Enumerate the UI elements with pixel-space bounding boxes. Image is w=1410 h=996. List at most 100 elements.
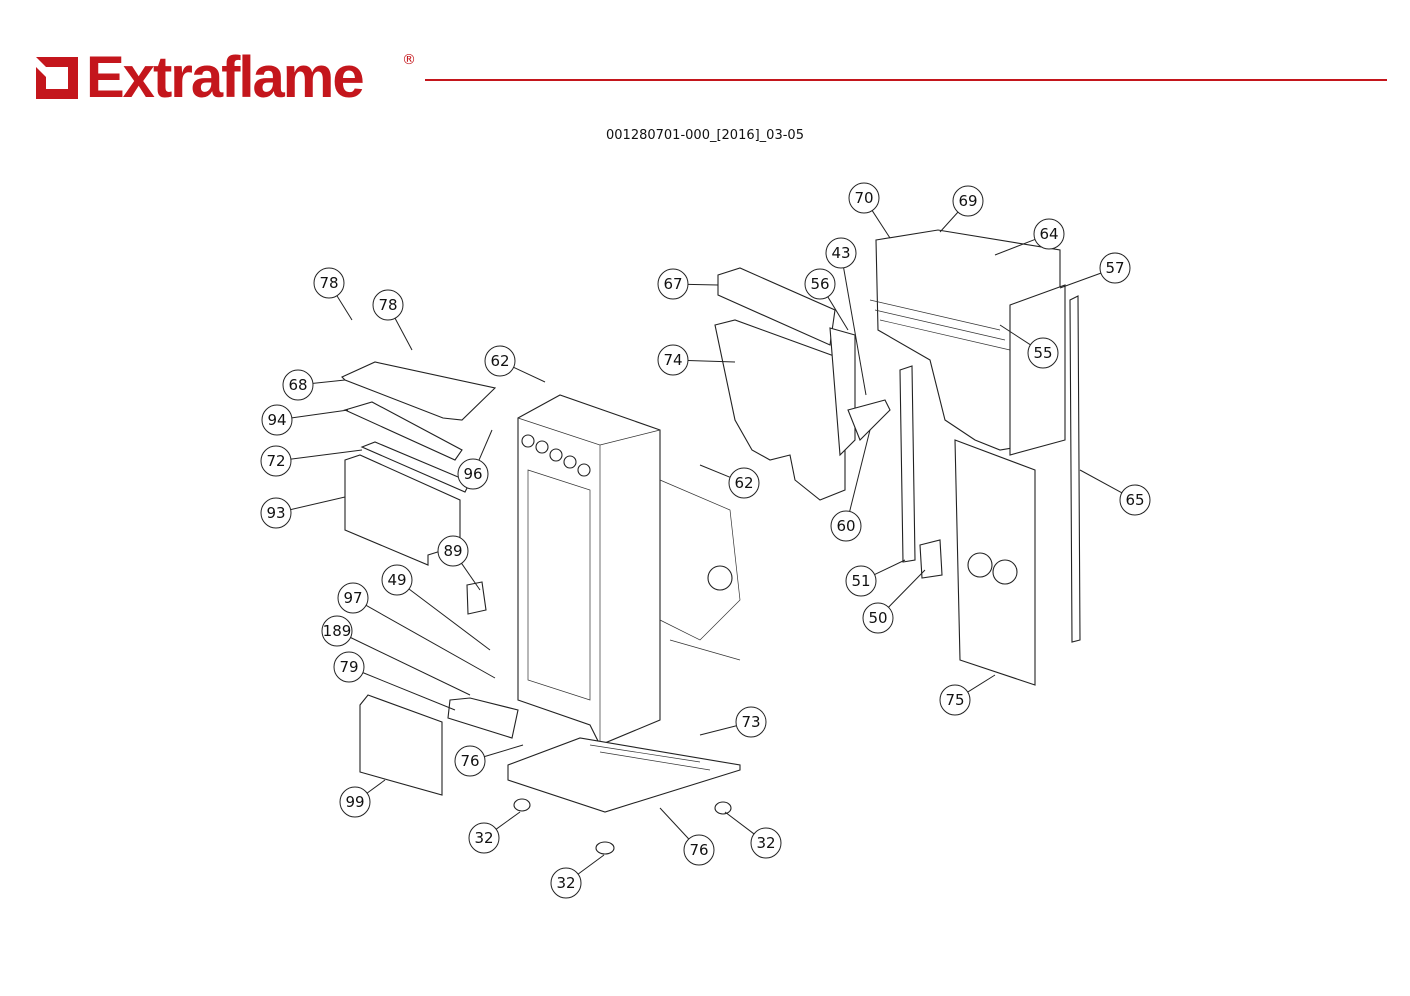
leader-line <box>484 744 524 758</box>
callout-43: 43 <box>825 237 867 396</box>
callout-label: 55 <box>1033 344 1052 362</box>
callout-label: 72 <box>266 452 285 470</box>
callout-circle <box>333 651 365 683</box>
callout-circle <box>339 786 371 818</box>
part-deflector <box>343 401 463 461</box>
callout-label: 32 <box>556 874 575 892</box>
leader-line <box>1079 469 1123 494</box>
leader-line <box>699 725 737 736</box>
callout-69: 69 <box>939 185 984 233</box>
callout-circle <box>657 344 689 376</box>
callout-circle <box>1099 252 1131 284</box>
callout-circle <box>804 268 836 300</box>
callout-label: 74 <box>663 351 682 369</box>
leader-line <box>659 807 690 840</box>
callout-circle <box>550 867 582 899</box>
callout-label: 65 <box>1125 491 1144 509</box>
leader-line <box>939 211 959 233</box>
leader-line <box>365 604 496 679</box>
callout-circle <box>735 706 767 738</box>
leader-line <box>336 295 353 321</box>
leader-line <box>513 366 546 383</box>
callout-97: 97 <box>337 582 496 679</box>
leader-line <box>366 779 386 794</box>
leader-line <box>290 449 363 460</box>
callout-78: 78 <box>313 267 353 321</box>
leader-line <box>843 267 867 396</box>
callout-label: 62 <box>734 474 753 492</box>
callout-99: 99 <box>339 779 386 818</box>
callout-60: 60 <box>830 429 871 542</box>
leader-line <box>871 210 891 239</box>
leader-line <box>495 811 521 830</box>
leader-line <box>687 359 736 363</box>
leader-line <box>362 672 456 711</box>
callout-label: 67 <box>663 275 682 293</box>
callout-67: 67 <box>657 268 719 300</box>
callout-label: 78 <box>319 274 338 292</box>
callout-circle <box>750 827 782 859</box>
callout-circle <box>260 497 292 529</box>
callout-label: 62 <box>490 352 509 370</box>
callout-circle <box>437 535 469 567</box>
part-strip-51 <box>899 365 916 563</box>
callout-75: 75 <box>939 674 996 716</box>
callout-label: 32 <box>756 834 775 852</box>
leader-line <box>408 588 491 651</box>
callout-label: 94 <box>267 411 286 429</box>
leader-line <box>577 854 605 875</box>
callout-circle <box>337 582 369 614</box>
callout-label: 50 <box>868 609 887 627</box>
callout-73: 73 <box>699 706 767 738</box>
brand-name: Extraflame <box>86 45 365 110</box>
leader-line <box>999 324 1031 346</box>
leader-line <box>874 559 906 575</box>
callout-label: 56 <box>810 275 829 293</box>
leader-line <box>994 238 1036 256</box>
callout-56: 56 <box>804 268 849 331</box>
callout-62: 62 <box>484 345 546 383</box>
callout-93: 93 <box>260 496 346 529</box>
part-door-panel <box>359 694 443 796</box>
callout-label: 96 <box>463 465 482 483</box>
callout-76: 76 <box>659 807 715 866</box>
callout-circle <box>381 564 413 596</box>
callout-label: 32 <box>474 829 493 847</box>
part-rod-65 <box>1069 295 1081 643</box>
callout-57: 57 <box>1059 252 1131 289</box>
callout-circle <box>261 404 293 436</box>
callout-32: 32 <box>724 811 782 859</box>
callout-label: 68 <box>288 376 307 394</box>
part-base <box>507 737 741 813</box>
callout-label: 76 <box>460 752 479 770</box>
part-side-shield <box>714 319 846 501</box>
callout-circle <box>728 467 760 499</box>
callout-circle <box>845 565 877 597</box>
callout-label: 189 <box>323 622 352 640</box>
leader-line <box>478 429 493 461</box>
callout-circle <box>457 458 489 490</box>
part-bracket-50 <box>919 539 943 579</box>
callout-circle <box>260 445 292 477</box>
brand-logo: Extraflame <box>34 45 365 110</box>
part-bracket-56 <box>829 327 856 457</box>
leader-line <box>849 429 871 512</box>
callout-49: 49 <box>381 564 491 651</box>
callout-label: 69 <box>958 192 977 210</box>
callout-circle <box>313 267 345 299</box>
callout-label: 57 <box>1105 259 1124 277</box>
leader-line <box>291 409 349 419</box>
leader-line <box>290 496 346 511</box>
callout-51: 51 <box>845 559 906 597</box>
logo-mark-icon <box>36 57 78 99</box>
callout-circle <box>468 822 500 854</box>
leader-line <box>312 379 346 384</box>
callout-circle <box>484 345 516 377</box>
callout-circle <box>321 615 353 647</box>
callout-circle <box>657 268 689 300</box>
callout-70: 70 <box>848 182 891 239</box>
callout-89: 89 <box>437 535 481 591</box>
callout-32: 32 <box>468 811 521 854</box>
